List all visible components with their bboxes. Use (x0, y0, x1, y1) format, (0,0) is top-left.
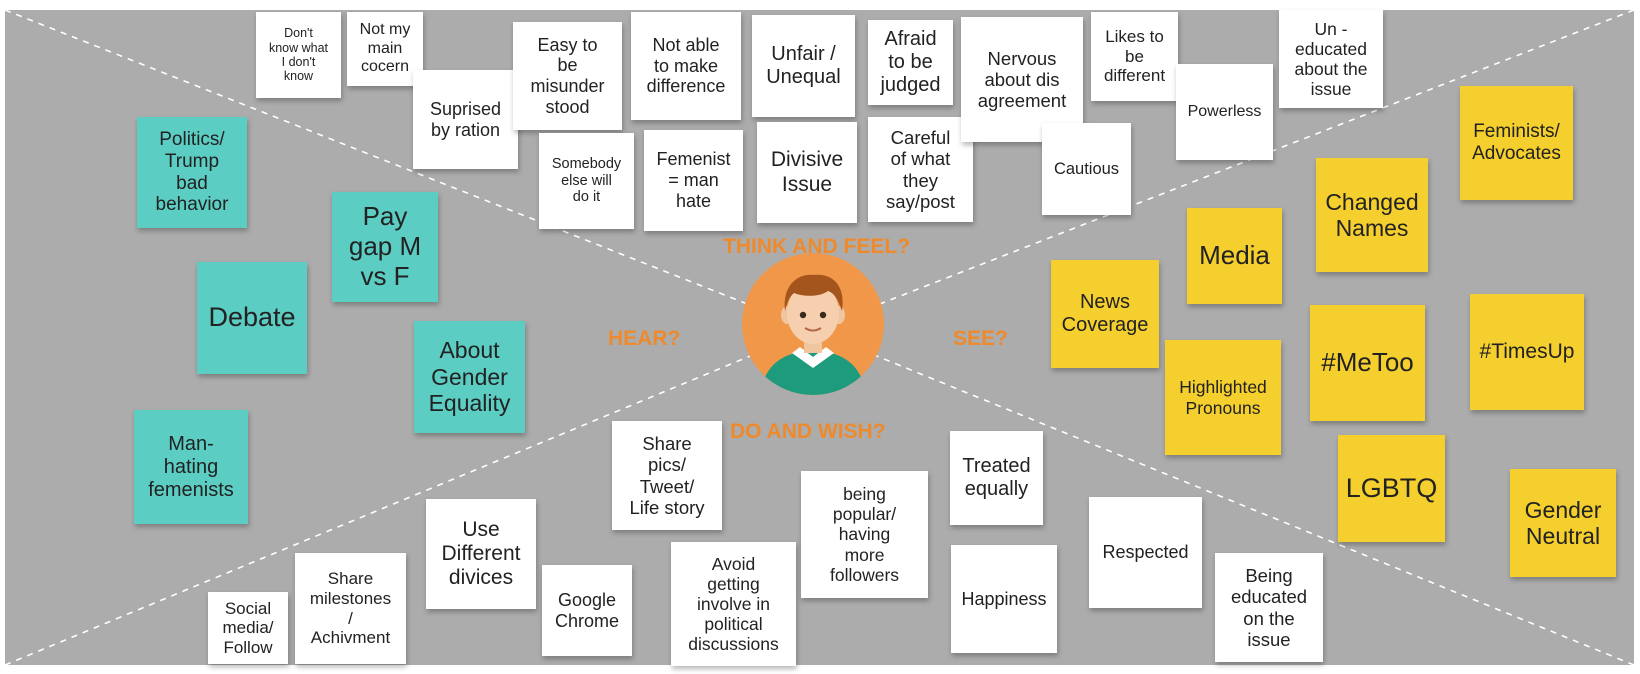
see-note: Media (1187, 208, 1282, 304)
do-note: Avoid getting involve in political discu… (671, 542, 796, 666)
quadrant-label-do-and-wish: DO AND WISH? (730, 420, 886, 443)
do-note: Social media/ Follow (208, 592, 288, 664)
think-note: Nervous about dis agreement (961, 17, 1083, 142)
quadrant-divider-lines (5, 10, 1634, 665)
divider-line-top-left (5, 10, 814, 331)
think-note: Femenist = man hate (644, 130, 743, 231)
see-note: Changed Names (1316, 158, 1428, 272)
divider-line-top-right (812, 10, 1634, 331)
see-note: Feminists/ Advocates (1460, 86, 1573, 200)
do-note: Being educated on the issue (1215, 553, 1323, 662)
think-note: Don't know what I don't know (256, 12, 341, 98)
hear-note: Debate (197, 262, 307, 374)
see-note: #TimesUp (1470, 294, 1584, 410)
hear-note: Pay gap M vs F (332, 192, 438, 302)
do-note: Use Different divices (426, 499, 536, 609)
think-note: Careful of what they say/post (868, 117, 973, 222)
think-note: Somebody else will do it (539, 133, 634, 229)
do-note: Respected (1089, 497, 1202, 608)
think-note: Not my main cocern (347, 12, 423, 86)
think-note: Powerless (1176, 64, 1273, 160)
think-note: Cautious (1042, 123, 1131, 215)
see-note: Gender Neutral (1510, 469, 1616, 577)
see-note: #MeToo (1310, 305, 1425, 421)
do-note: Happiness (951, 545, 1057, 653)
do-note: Treated equally (950, 431, 1043, 525)
quadrant-label-think-and-feel: THINK AND FEEL? (723, 235, 911, 258)
do-note: being popular/ having more followers (801, 471, 928, 598)
do-note: Share milestones / Achivment (295, 553, 406, 664)
think-note: Likes to be different (1091, 12, 1178, 101)
think-note: Suprised by ration (413, 70, 518, 169)
think-note: Afraid to be judged (868, 20, 953, 105)
do-note: Share pics/ Tweet/ Life story (612, 421, 722, 530)
hear-note: Politics/ Trump bad behavior (137, 117, 247, 228)
see-note: Highlighted Pronouns (1165, 340, 1281, 455)
think-note: Easy to be misunder stood (513, 22, 622, 130)
think-note: Unfair / Unequal (752, 15, 855, 117)
divider-line-bottom-left (5, 329, 814, 665)
think-note: Un - educated about the issue (1279, 10, 1383, 108)
do-note: Google Chrome (542, 565, 632, 656)
think-note: Divisive Issue (757, 122, 857, 223)
see-note: LGBTQ (1338, 435, 1445, 542)
divider-line-bottom-right (812, 329, 1634, 665)
quadrant-label-see: SEE? (953, 327, 1008, 350)
quadrant-label-hear: HEAR? (608, 327, 681, 350)
hear-note: Man- hating femenists (134, 410, 248, 524)
person-avatar-icon (742, 253, 884, 395)
see-note: News Coverage (1051, 260, 1159, 368)
hear-note: About Gender Equality (414, 321, 525, 433)
think-note: Not able to make difference (631, 12, 741, 120)
